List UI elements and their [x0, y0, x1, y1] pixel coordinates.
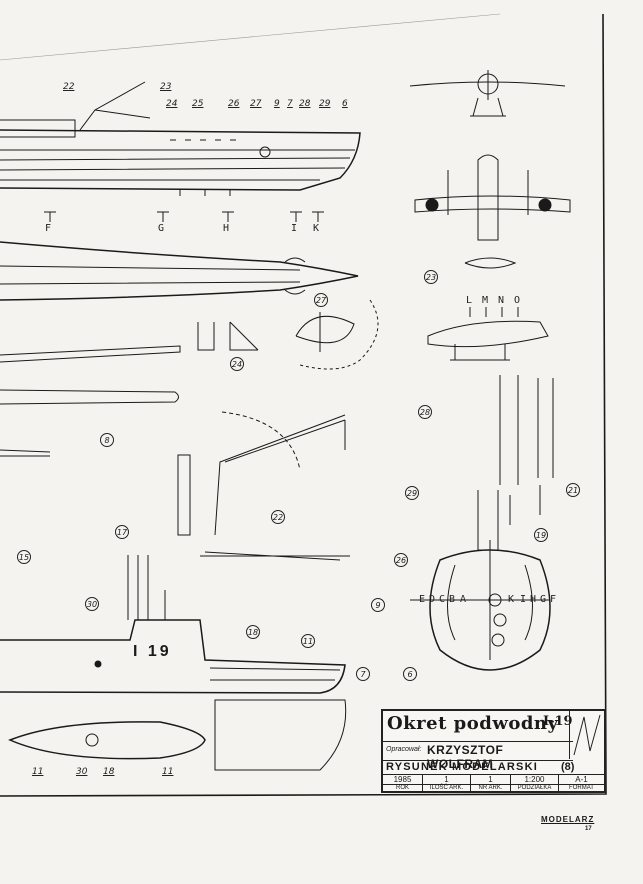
- page-number: 17: [585, 826, 592, 832]
- figure-number: 23: [424, 270, 438, 284]
- section-mark: F: [550, 594, 557, 605]
- plane-views: [409, 70, 571, 361]
- figure-number: 18: [246, 625, 260, 639]
- drawing-title: Okret podwodny: [387, 713, 559, 734]
- part-label: 25: [192, 99, 204, 109]
- signature-mark: [569, 711, 604, 759]
- author-name: KRZYSZTOF WOLFRAM: [427, 743, 504, 771]
- hull-bottom-side: [0, 555, 346, 694]
- figure-number: 11: [301, 634, 315, 648]
- bow-section: [410, 490, 551, 671]
- section-mark: G: [158, 223, 165, 234]
- part-label: 28: [299, 99, 311, 109]
- part-label: 27: [250, 99, 262, 109]
- figure-number: 7: [356, 667, 370, 681]
- crane-detail: [177, 411, 350, 561]
- part-label: 30: [76, 767, 88, 777]
- series-name: RYSUNEK MODELARSKI: [386, 761, 538, 773]
- section-mark: O: [514, 295, 521, 306]
- figure-number: 17: [115, 525, 129, 539]
- part-label: 29: [319, 99, 331, 109]
- section-mark: H: [223, 223, 230, 234]
- part-label: 26: [228, 99, 240, 109]
- author-row: Opracował: KRZYSZTOF WOLFRAM: [383, 741, 573, 771]
- figure-number: 8: [100, 433, 114, 447]
- figure-number: 9: [371, 598, 385, 612]
- section-mark: I: [291, 223, 298, 234]
- author-label: Opracował:: [386, 746, 422, 753]
- figure-number: 30: [85, 597, 99, 611]
- section-mark: M: [482, 295, 489, 306]
- figure-number: 24: [230, 357, 244, 371]
- magazine-name: MODELARZ: [541, 815, 595, 824]
- section-mark: H: [530, 594, 537, 605]
- issue-number: (8): [561, 761, 575, 773]
- section-mark: I: [520, 594, 527, 605]
- figure-number: 29: [405, 486, 419, 500]
- figure-number: 19: [534, 528, 548, 542]
- figure-number: 22: [271, 510, 285, 524]
- hull-top-view: [0, 241, 359, 301]
- section-mark: G: [540, 594, 547, 605]
- part-label: 9: [274, 99, 280, 109]
- deck-plan-view: [8, 699, 347, 771]
- figure-number: 21: [566, 483, 580, 497]
- hull-side-view: [0, 81, 361, 196]
- part-label: 6: [342, 99, 348, 109]
- title-block: Okret podwodny I-19 Opracował: KRZYSZTOF…: [381, 709, 606, 793]
- figure-number: 27: [314, 293, 328, 307]
- section-mark: F: [45, 223, 52, 234]
- figure-number: 6: [403, 667, 417, 681]
- section-mark: N: [498, 295, 505, 306]
- part-label: 11: [32, 767, 44, 777]
- section-mark: D: [429, 594, 436, 605]
- part-label: 22: [63, 82, 75, 92]
- section-mark: E: [419, 594, 426, 605]
- section-mark: A: [460, 594, 467, 605]
- section-mark: L: [466, 295, 473, 306]
- part-label: 18: [103, 767, 115, 777]
- part-label: 7: [287, 99, 293, 109]
- section-mark: B: [449, 594, 456, 605]
- part-label: 23: [160, 82, 172, 92]
- hull-number: I 19: [133, 643, 172, 660]
- part-label: 11: [162, 767, 174, 777]
- section-mark: K: [313, 223, 320, 234]
- part-label: 24: [166, 99, 178, 109]
- figure-number: 26: [394, 553, 408, 567]
- section-mark: C: [439, 594, 446, 605]
- title-mark: I-19: [543, 714, 573, 729]
- figure-number: 15: [17, 550, 31, 564]
- section-mark: K: [508, 594, 515, 605]
- figure-number: 28: [418, 405, 432, 419]
